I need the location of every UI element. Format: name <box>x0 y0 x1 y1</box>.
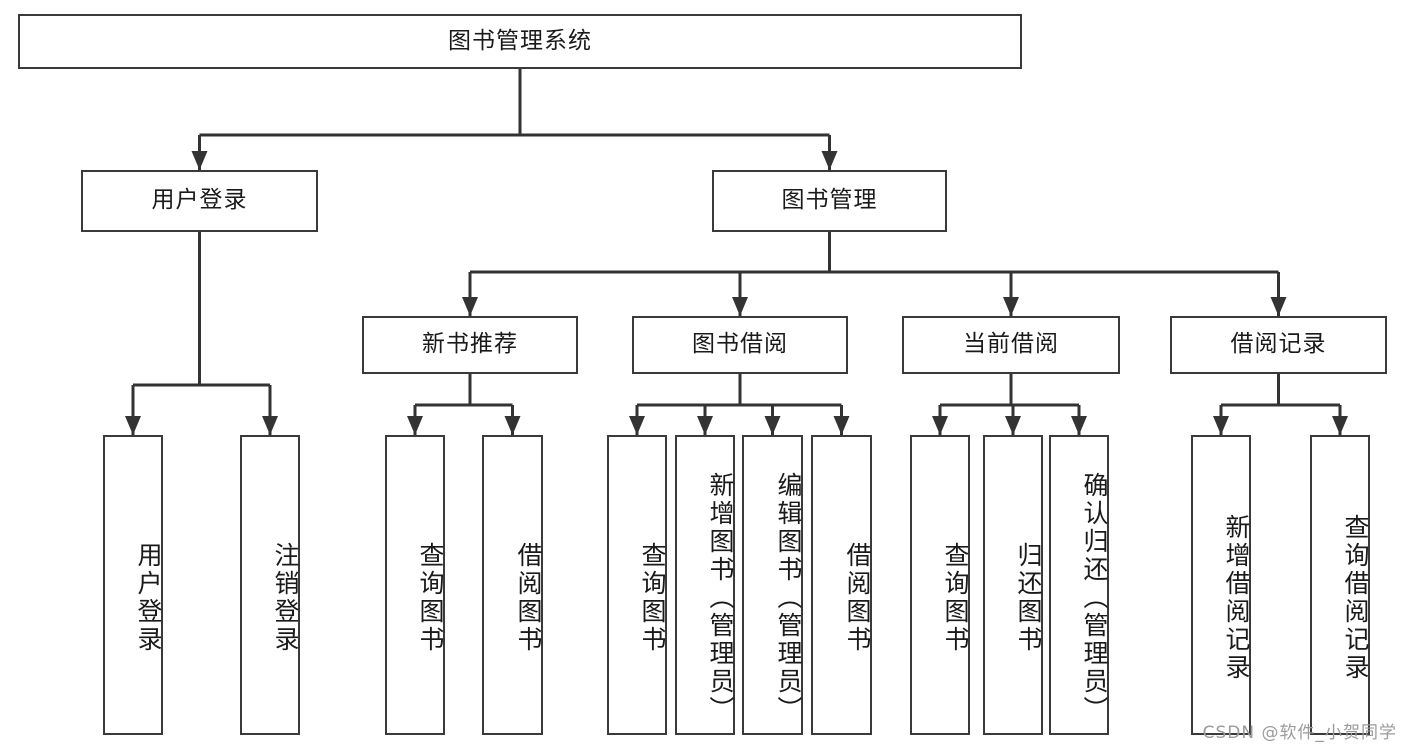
leaf-record-add[interactable]: 新增借阅记录 <box>1191 435 1251 735</box>
node-label: 借阅图书 <box>843 542 872 654</box>
node-new-book-recommend[interactable]: 新书推荐 <box>362 316 578 374</box>
node-label: 用户登录 <box>134 542 163 654</box>
node-label: 归还图书 <box>1014 542 1043 654</box>
leaf-borrow-borrow-book[interactable]: 借阅图书 <box>811 435 872 735</box>
leaf-current-return-book[interactable]: 归还图书 <box>983 435 1043 735</box>
node-label: 确认归还（管理员） <box>1080 472 1109 724</box>
node-label: 查询图书 <box>638 542 667 654</box>
node-label: 查询图书 <box>416 542 445 654</box>
node-book-borrow[interactable]: 图书借阅 <box>632 316 848 374</box>
node-current-borrow[interactable]: 当前借阅 <box>902 316 1120 374</box>
node-label: 图书管理 <box>781 187 878 214</box>
leaf-current-query-book[interactable]: 查询图书 <box>910 435 970 735</box>
node-label: 新增图书（管理员） <box>706 472 735 724</box>
node-root-system[interactable]: 图书管理系统 <box>18 14 1022 69</box>
node-label: 借阅记录 <box>1230 331 1327 358</box>
node-label: 编辑图书（管理员） <box>774 472 803 724</box>
leaf-recommend-query-book[interactable]: 查询图书 <box>385 435 445 735</box>
node-label: 查询借阅记录 <box>1341 514 1370 682</box>
node-label: 图书借阅 <box>692 331 788 358</box>
node-borrow-record[interactable]: 借阅记录 <box>1170 316 1387 374</box>
leaf-borrow-query-book[interactable]: 查询图书 <box>607 435 667 735</box>
node-label: 图书管理系统 <box>448 27 592 54</box>
leaf-user-login[interactable]: 用户登录 <box>103 435 163 735</box>
node-label: 当前借阅 <box>963 331 1059 358</box>
watermark-text: CSDN @软件_小贺同学 <box>1202 723 1397 743</box>
node-label: 注销登录 <box>271 542 300 654</box>
node-label: 借阅图书 <box>514 542 543 654</box>
leaf-current-confirm-return[interactable]: 确认归还（管理员） <box>1049 435 1109 735</box>
leaf-borrow-edit-book[interactable]: 编辑图书（管理员） <box>742 435 803 735</box>
node-label: 新增借阅记录 <box>1222 514 1251 682</box>
leaf-recommend-borrow-book[interactable]: 借阅图书 <box>482 435 543 735</box>
node-label: 用户登录 <box>151 187 248 214</box>
leaf-record-query[interactable]: 查询借阅记录 <box>1310 435 1370 735</box>
node-user-login[interactable]: 用户登录 <box>81 170 318 232</box>
node-book-management[interactable]: 图书管理 <box>712 170 947 232</box>
node-label: 查询图书 <box>941 542 970 654</box>
leaf-borrow-add-book[interactable]: 新增图书（管理员） <box>675 435 735 735</box>
leaf-user-logout[interactable]: 注销登录 <box>240 435 300 735</box>
node-label: 新书推荐 <box>422 331 518 358</box>
